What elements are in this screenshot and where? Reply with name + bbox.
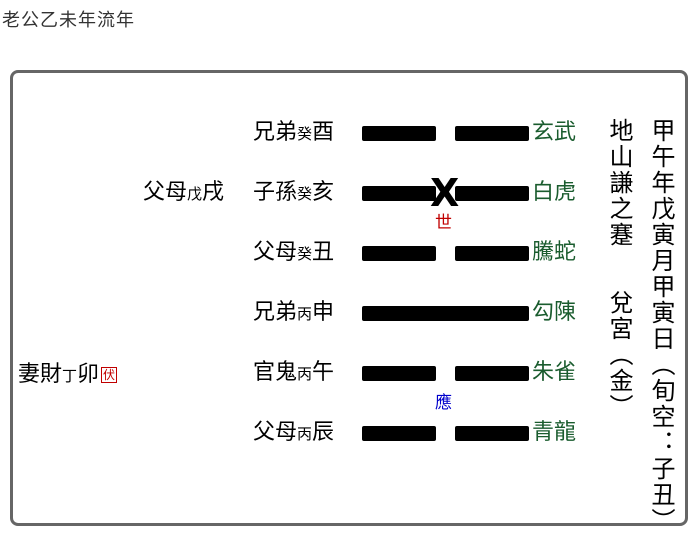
branch: 辰: [312, 420, 335, 445]
stem: 丙: [297, 365, 313, 383]
six-animal: 朱雀: [532, 360, 577, 385]
hexagram-panel: [10, 70, 688, 526]
stem: 丙: [297, 425, 313, 443]
line-label: 兄弟丙申: [253, 293, 334, 334]
stem: 癸: [297, 125, 313, 143]
yin-segment-right: [455, 186, 529, 201]
line-row: 父母癸丑 騰蛇: [0, 233, 700, 273]
hexagram-name: 地山謙之蹇: [605, 118, 633, 248]
six-animal: 玄武: [532, 120, 577, 145]
line-row-bottom: 父母丙辰 青龍: [0, 413, 700, 453]
six-animal: 勾陳: [532, 300, 577, 325]
relation: 父母: [143, 180, 188, 205]
six-animal: 騰蛇: [532, 240, 577, 265]
date-column: 甲午年戊寅月甲寅日（旬空：子丑）: [647, 118, 675, 534]
line-label: 兄弟癸酉: [253, 113, 334, 154]
page-title: 老公乙未年流年: [2, 10, 135, 31]
line-label: 父母癸丑: [253, 233, 334, 274]
relation: 兄弟: [253, 120, 298, 145]
ying-marker: 應: [435, 393, 452, 413]
branch: 卯: [77, 362, 100, 387]
relation: 兄弟: [253, 300, 298, 325]
yin-segment-left: [362, 246, 436, 261]
six-animal: 青龍: [532, 420, 577, 445]
yin-segment-left: [362, 426, 436, 441]
branch: 亥: [312, 180, 335, 205]
branch: 午: [312, 360, 335, 385]
relation: 父母: [253, 240, 298, 265]
line-label: 父母丙辰: [253, 413, 334, 454]
branch: 丑: [312, 240, 335, 265]
stem: 戊: [187, 185, 203, 203]
relation: 父母: [253, 420, 298, 445]
yin-segment-right: [455, 126, 529, 141]
yin-segment-right: [455, 366, 529, 381]
yin-segment-left: [362, 126, 436, 141]
line-row: 兄弟丙申 勾陳: [0, 293, 700, 333]
stem: 丙: [297, 305, 313, 323]
yin-segment-left: [362, 366, 436, 381]
relation: 妻財: [18, 362, 63, 387]
stem: 丁: [62, 367, 78, 385]
branch: 酉: [312, 120, 335, 145]
moving-line-x-mark: X: [430, 171, 460, 215]
changed-line-label: 父母戊戌: [143, 173, 224, 214]
line-row-top: 兄弟癸酉 玄武: [0, 113, 700, 153]
yin-segment-left: [362, 186, 436, 201]
stem: 癸: [297, 185, 313, 203]
shi-marker: 世: [435, 213, 452, 233]
line-row-moving: 父母戊戌 子孫癸亥 X 白虎: [0, 173, 700, 213]
hidden-god-label: 妻財丁卯伏: [18, 355, 118, 396]
relation: 官鬼: [253, 360, 298, 385]
yin-segment-right: [455, 426, 529, 441]
relation: 子孫: [253, 180, 298, 205]
line-label: 官鬼丙午: [253, 353, 334, 394]
six-animal: 白虎: [532, 180, 577, 205]
line-row: 官鬼丙午 朱雀: [0, 353, 700, 393]
fu-stamp: 伏: [101, 367, 118, 383]
palace-label: 兌宮（金）: [605, 290, 633, 420]
yin-segment-right: [455, 246, 529, 261]
yang-segment: [362, 306, 529, 321]
branch: 戌: [202, 180, 225, 205]
branch: 申: [312, 300, 335, 325]
line-label: 子孫癸亥: [253, 173, 334, 214]
stem: 癸: [297, 245, 313, 263]
